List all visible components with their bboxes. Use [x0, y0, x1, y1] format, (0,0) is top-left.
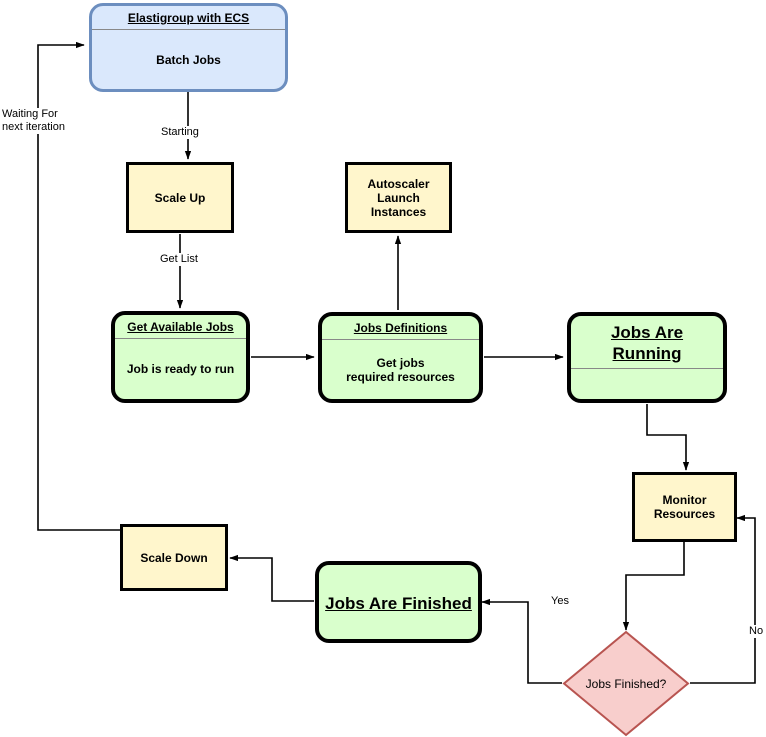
node-jobs-definitions-divider — [322, 339, 479, 340]
node-jobs-finished-label: Jobs Finished? — [585, 676, 667, 691]
node-autoscaler-launch-instances[interactable]: Autoscaler Launch Instances — [345, 162, 452, 233]
node-jobs-definitions-body: Get jobs required resources — [346, 355, 455, 384]
edge-decision-yes-to-jobsfinished — [481, 598, 562, 684]
edge-label-no: No — [747, 625, 766, 638]
node-jobs-are-running[interactable]: Jobs Are Running — [567, 312, 727, 403]
node-jobs-definitions-title: Jobs Definitions — [353, 321, 448, 335]
node-elastigroup-body: Batch Jobs — [156, 52, 221, 67]
node-jobs-are-finished-title: Jobs Are Finished — [325, 593, 472, 613]
edge-scaledown-to-elastigroup — [37, 41, 120, 531]
node-jobs-are-running-title: Jobs Are Running — [610, 323, 684, 363]
node-jobs-finished-decision[interactable]: Jobs Finished? — [562, 630, 690, 737]
edge-label-yes: Yes — [549, 595, 571, 608]
node-elastigroup-title: Elastigroup with ECS — [127, 11, 250, 25]
edge-jobsrunning-to-monitorresources — [646, 404, 690, 471]
node-scale-down-label: Scale Down — [140, 550, 208, 565]
node-scale-up[interactable]: Scale Up — [126, 162, 234, 233]
node-jobs-are-running-divider — [571, 368, 723, 369]
edge-decision-no-to-monitorresources — [690, 514, 756, 684]
edge-label-starting: Starting — [159, 126, 201, 139]
node-get-available-jobs[interactable]: Get Available Jobs Job is ready to run — [111, 311, 250, 403]
node-jobs-are-running-body — [571, 369, 723, 399]
edge-monitorresources-to-decision — [622, 542, 685, 631]
node-monitor-resources[interactable]: Monitor Resources — [632, 472, 737, 542]
diamond-shape — [562, 630, 690, 737]
node-jobs-are-finished[interactable]: Jobs Are Finished — [315, 561, 482, 643]
node-jobs-definitions[interactable]: Jobs Definitions Get jobs required resou… — [318, 312, 483, 403]
node-get-available-jobs-title: Get Available Jobs — [127, 320, 234, 334]
edge-label-get-list: Get List — [158, 253, 200, 266]
node-elastigroup-with-ecs[interactable]: Elastigroup with ECS Batch Jobs — [89, 3, 288, 92]
node-get-available-jobs-body: Job is ready to run — [126, 362, 235, 376]
node-scale-down[interactable]: Scale Down — [120, 524, 228, 591]
node-scale-up-label: Scale Up — [154, 190, 206, 205]
node-get-available-jobs-divider — [115, 338, 246, 339]
node-monitor-resources-label: Monitor Resources — [653, 493, 716, 521]
edge-jobsfinished-to-scaledown — [229, 554, 314, 602]
edge-label-waiting-for-next-iteration: Waiting For next iteration — [0, 108, 102, 134]
node-elastigroup-divider — [92, 29, 285, 30]
node-autoscaler-label: Autoscaler Launch Instances — [367, 176, 430, 219]
